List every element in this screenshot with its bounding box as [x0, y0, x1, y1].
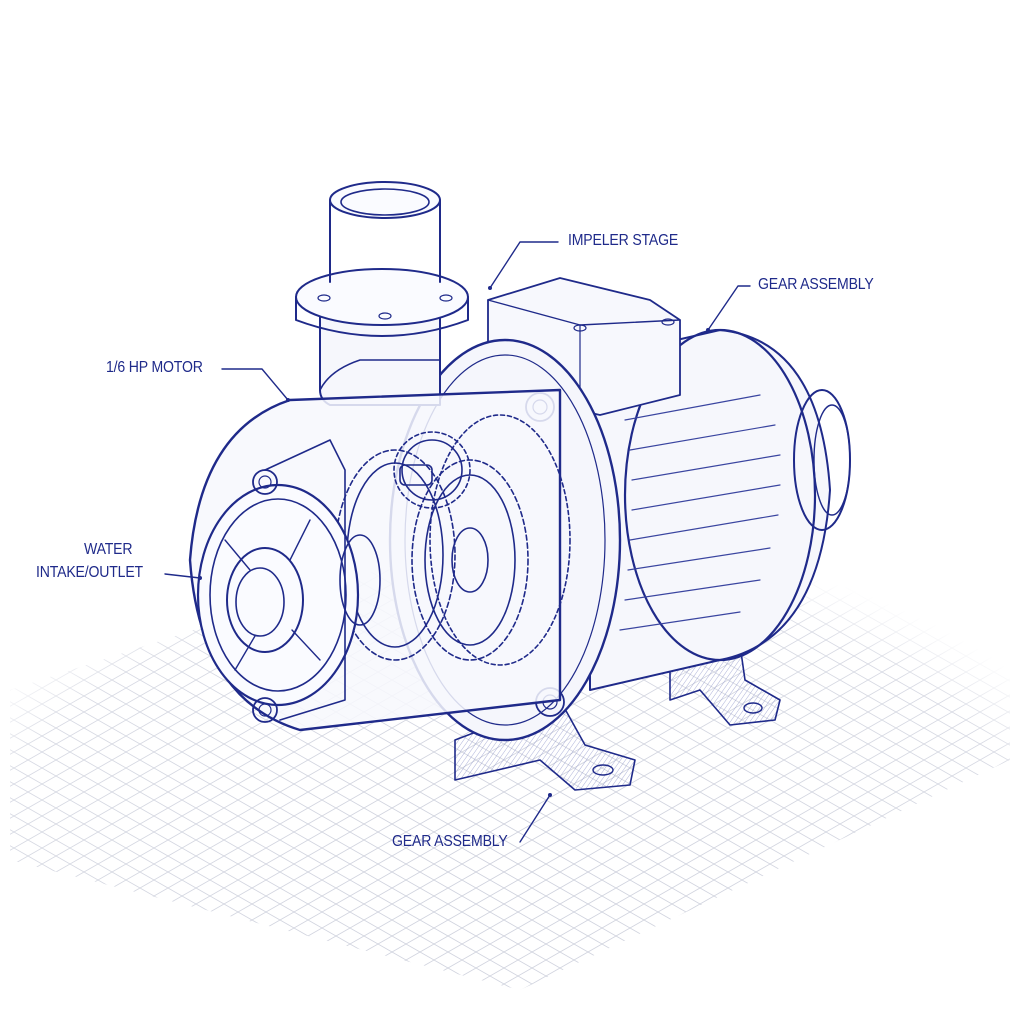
callout-water-intake-line2: INTAKE/OUTLET	[36, 564, 143, 581]
callout-gear-assembly-top: GEAR ASSEMBLY	[758, 276, 874, 293]
motor-housing	[589, 328, 851, 691]
callout-gear-assembly-bottom: GEAR ASSEMBLY	[392, 833, 508, 850]
gear-train	[334, 414, 571, 666]
callout-water-intake-line1: WATER	[84, 541, 133, 558]
leader-lines	[164, 241, 751, 843]
callout-impeller-stage: IMPELER STAGE	[568, 232, 679, 249]
inlet-flange	[196, 439, 381, 723]
callout-motor: 1/6 HP MOTOR	[106, 359, 203, 376]
